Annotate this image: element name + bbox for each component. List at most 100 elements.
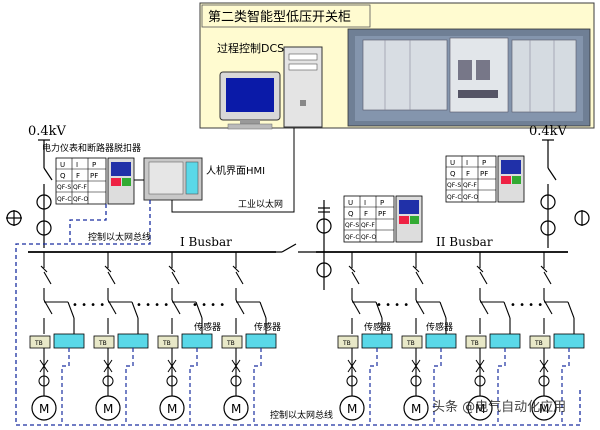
feeder-column: TB M: [401, 252, 457, 425]
voltage-right: 0.4kV: [529, 124, 568, 139]
control-ethernet-bus-upper: [15, 200, 151, 390]
tb-label: TB: [342, 340, 351, 347]
meter-breaker-label: 电力仪表和断路器脱扣器: [42, 142, 141, 154]
sensor-box: [245, 333, 277, 349]
hmi-label: 人机界面HMI: [206, 164, 265, 177]
tb-box: [529, 335, 551, 349]
meter-table-center: U I P Q F PF QF-S QF-F QF-C QF-O: [343, 195, 423, 243]
motor-icon: [339, 395, 365, 421]
svg-text:P: P: [482, 159, 486, 167]
feeder-column: TB M: [29, 252, 85, 425]
motor-icon: [159, 395, 185, 421]
motor-icon: [95, 395, 121, 421]
sensor-label-3: 传感器: [364, 321, 391, 333]
busbar-1-label: I Busbar: [180, 235, 232, 249]
left-incoming-feeder: [6, 139, 53, 248]
svg-text:QF-F: QF-F: [73, 184, 87, 191]
ellipsis-4: • • • •: [376, 300, 409, 311]
svg-text:P: P: [92, 161, 96, 169]
svg-text:Q: Q: [450, 170, 456, 178]
ellipsis-5: • • • •: [510, 300, 543, 311]
svg-text:PF: PF: [378, 210, 386, 218]
meter-table-right: U I P Q F PF QF-S QF-F QF-C QF-O: [445, 155, 525, 203]
svg-text:QF-O: QF-O: [361, 234, 377, 241]
svg-text:QF-C: QF-C: [345, 234, 360, 241]
motor-icon: [223, 395, 249, 421]
motor-icon: [467, 395, 493, 421]
tb-box: [157, 335, 179, 349]
svg-text:PF: PF: [90, 172, 98, 180]
sensor-box: [553, 333, 585, 349]
sensor-box: [361, 333, 393, 349]
svg-text:P: P: [380, 199, 384, 207]
right-incoming-feeder: [540, 139, 590, 248]
sensor-label-1: 传感器: [194, 321, 221, 333]
tb-label: TB: [98, 340, 107, 347]
svg-text:QF-S: QF-S: [447, 182, 461, 189]
motor-label: M: [167, 402, 177, 416]
motor-label: M: [475, 402, 485, 416]
tb-label: TB: [34, 340, 43, 347]
svg-text:F: F: [466, 170, 470, 178]
tb-box: [337, 335, 359, 349]
hmi-device-icon: [143, 157, 203, 201]
voltage-left: 0.4kV: [28, 124, 67, 139]
sensor-box: [181, 333, 213, 349]
motor-icon: [403, 395, 429, 421]
svg-text:U: U: [348, 199, 353, 207]
svg-text:QF-O: QF-O: [73, 196, 89, 203]
feeder-column: TB M: [157, 252, 213, 425]
feeder-column: TB M: [465, 252, 521, 425]
ellipsis-2: • • • •: [136, 300, 169, 311]
svg-text:F: F: [364, 210, 368, 218]
svg-text:QF-S: QF-S: [345, 222, 359, 229]
svg-text:I: I: [466, 159, 468, 167]
motor-icon: [531, 395, 557, 421]
tb-box: [29, 335, 51, 349]
motor-label: M: [347, 402, 357, 416]
svg-text:QF-O: QF-O: [463, 194, 479, 201]
meter-table-left: U I P Q F PF QF-S QF-F QF-C QF-O: [55, 157, 135, 205]
tb-label: TB: [226, 340, 235, 347]
computer-tower-icon: [283, 46, 323, 128]
svg-text:QF-C: QF-C: [57, 196, 72, 203]
svg-text:U: U: [60, 161, 65, 169]
sensor-box: [117, 333, 149, 349]
sensor-box: [425, 333, 457, 349]
feeder-column: TB M: [221, 252, 277, 425]
tb-box: [401, 335, 423, 349]
tb-box: [93, 335, 115, 349]
tb-label: TB: [406, 340, 415, 347]
svg-text:QF-C: QF-C: [447, 194, 462, 201]
ellipsis-3: • • • •: [192, 300, 225, 311]
motor-label: M: [231, 402, 241, 416]
motor-label: M: [103, 402, 113, 416]
control-ethernet-bus-lower: [15, 390, 581, 426]
sensor-label-4: 传感器: [426, 321, 453, 333]
feeder-column: TBM: [529, 252, 585, 425]
dcs-label: 过程控制DCS: [217, 41, 284, 55]
tb-label: TB: [162, 340, 171, 347]
svg-text:Q: Q: [60, 172, 66, 180]
svg-text:F: F: [76, 172, 80, 180]
control-ethernet-label: 控制以太网总线: [88, 231, 151, 243]
motor-label: M: [39, 402, 49, 416]
industrial-ethernet-lines: [134, 128, 295, 213]
tb-label: TB: [470, 340, 479, 347]
svg-text:I: I: [76, 161, 78, 169]
ellipsis-1: • • • •: [72, 300, 105, 311]
watermark: 头条 @电气自动化应用: [432, 399, 566, 415]
motor-label: M: [411, 402, 421, 416]
control-bus-bottom-label: 控制以太网总线: [270, 409, 333, 421]
sensor-box: [53, 333, 85, 349]
svg-text:QF-F: QF-F: [463, 182, 477, 189]
svg-text:QF-S: QF-S: [57, 184, 71, 191]
motor-icon: [31, 395, 57, 421]
industrial-ethernet-label: 工业以太网: [238, 198, 283, 210]
title-box: [201, 4, 371, 28]
svg-text:I: I: [364, 199, 366, 207]
panel-title: 第二类智能型低压开关柜: [208, 10, 351, 25]
svg-text:U: U: [450, 159, 455, 167]
